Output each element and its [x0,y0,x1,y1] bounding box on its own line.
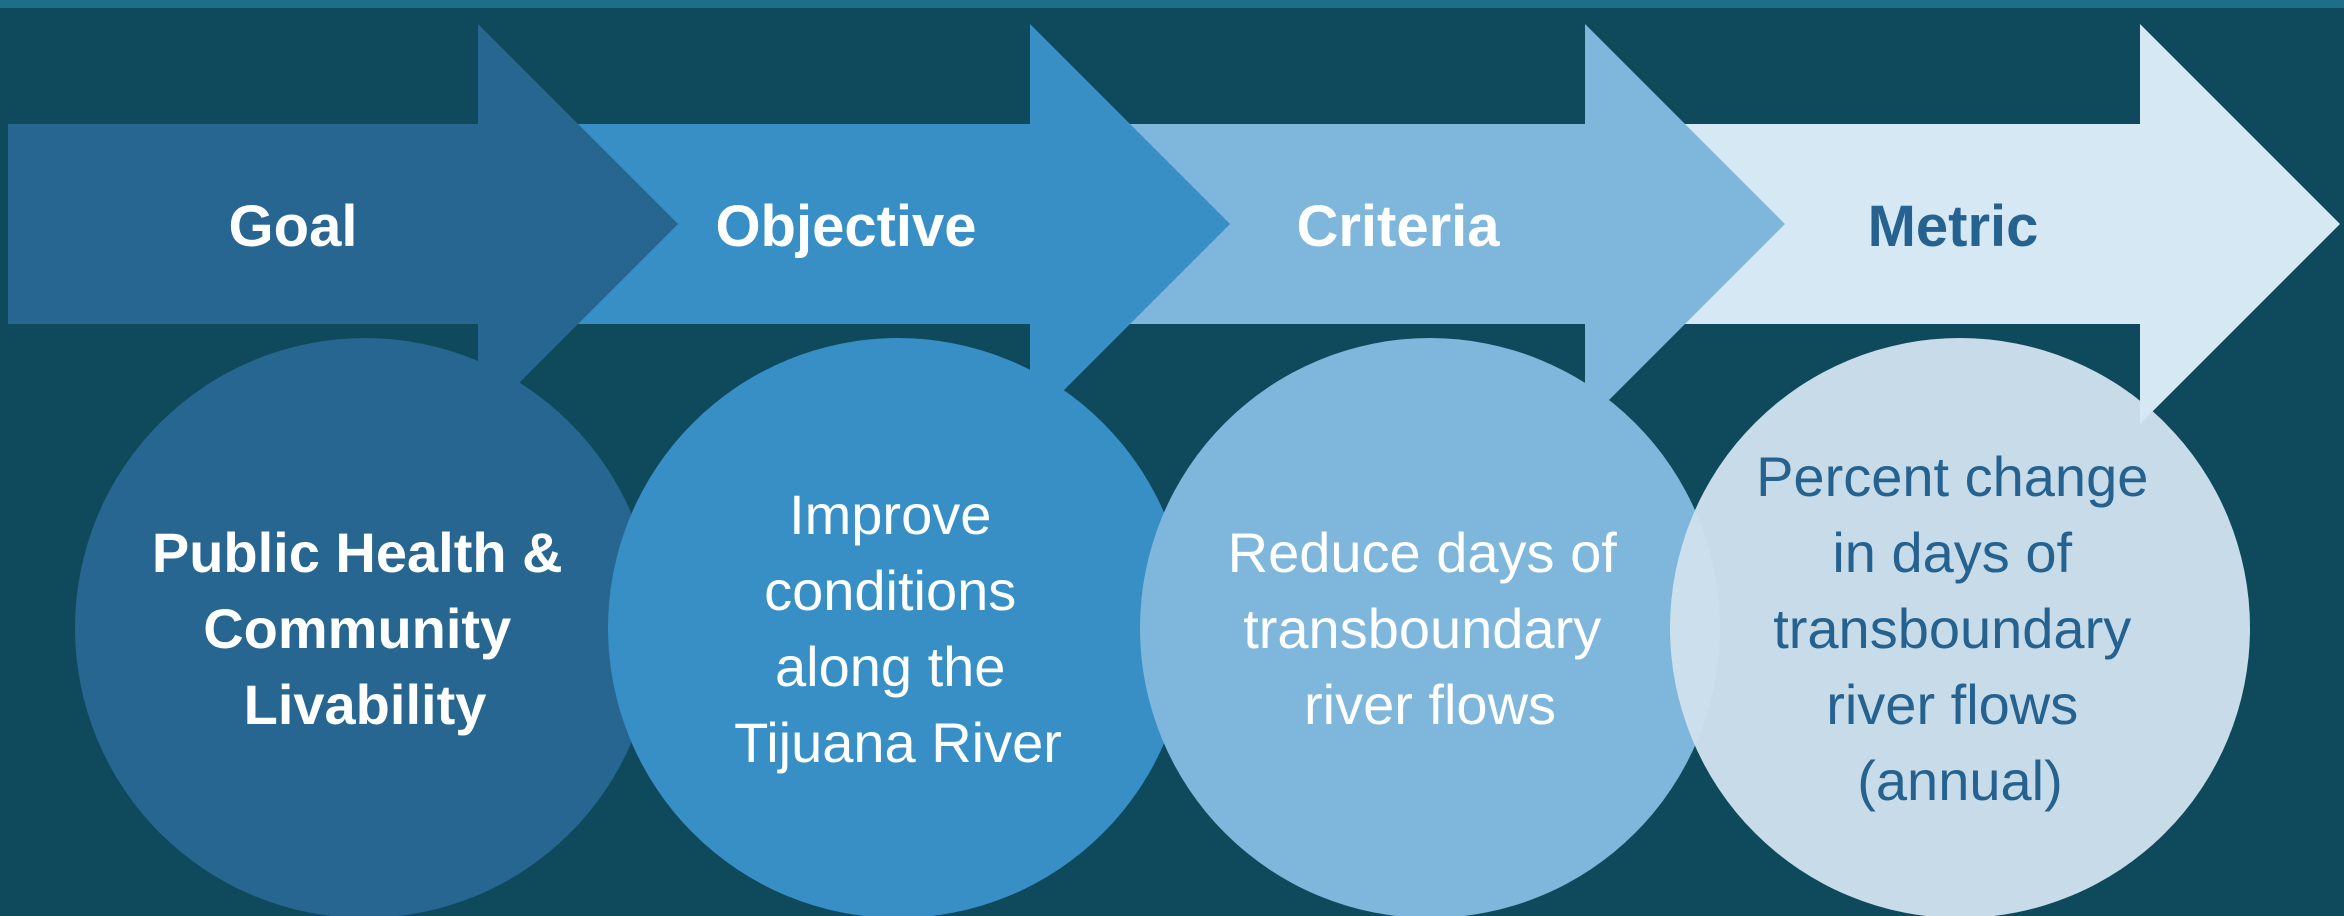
objective-circle [608,338,1188,916]
metric-circle [1670,338,2250,916]
criteria-heading: Criteria [1296,194,1500,259]
criteria-description: Reduce days of transboundary river flows [1228,521,1633,736]
goal-heading: Goal [229,194,358,259]
criteria-circle [1140,338,1720,916]
metric-arrow [1680,24,2340,424]
metric-description: Percent change in days of transboundary … [1756,445,2164,812]
goal-description: Public Health & Community Livability [152,521,578,736]
metric-heading: Metric [1868,194,2039,259]
objective-description-line: conditions [764,559,1016,622]
goal-description-line: Community [203,597,511,660]
criteria-description-line: transboundary [1243,597,1601,660]
criteria-description-line: Reduce days of [1228,521,1618,584]
metric-description-line: Percent change [1756,445,2148,508]
top-strip [0,0,2344,8]
objective-heading: Objective [715,194,976,259]
metric-description-line: in days of [1832,521,2072,584]
metric-description-line: transboundary [1773,597,2131,660]
metric-description-line: river flows [1826,673,2078,736]
goal-description-line: Livability [244,673,487,736]
objective-arrow [575,24,1230,424]
goal-arrow [8,24,678,424]
objective-description-line: Improve [789,483,991,546]
objective-description: Improve conditions along the Tijuana Riv… [734,483,1062,774]
goal-circle [75,338,655,916]
criteria-arrow [1130,24,1785,424]
objective-description-line: along the [775,635,1005,698]
objective-description-line: Tijuana River [734,711,1062,774]
metric-description-line: (annual) [1857,749,2062,812]
goal-description-line: Public Health & [152,521,563,584]
criteria-description-line: river flows [1304,673,1556,736]
